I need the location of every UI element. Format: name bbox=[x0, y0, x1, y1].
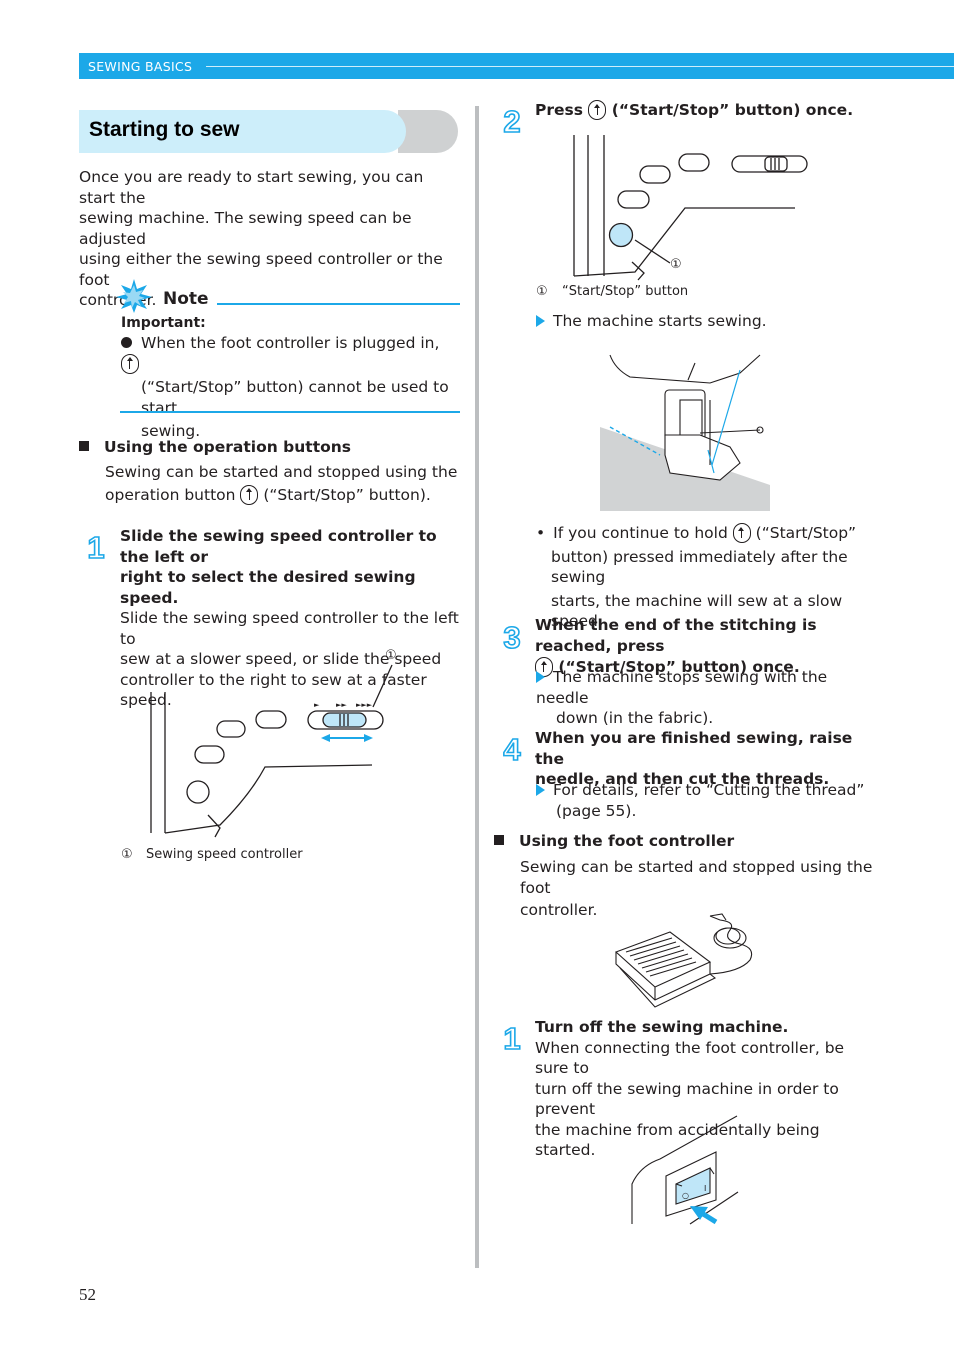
step-title: Turn off the sewing machine. bbox=[535, 1018, 789, 1036]
svg-text:►: ► bbox=[314, 701, 320, 709]
section-label: SEWING BASICS bbox=[88, 59, 193, 74]
step-title: Press bbox=[535, 101, 583, 119]
speed-controller-illustration: ► ►► ►►► bbox=[150, 664, 393, 838]
step4-title: When you are finished sewing, raise the … bbox=[535, 728, 880, 790]
step-number: 1 bbox=[87, 530, 106, 566]
page-number: 52 bbox=[79, 1285, 96, 1304]
bullet-text: If you continue to hold bbox=[553, 524, 728, 542]
section-buttons-body: Sewing can be started and stopped using … bbox=[105, 462, 465, 505]
header-rule bbox=[206, 66, 954, 67]
section-heading: Using the operation buttons bbox=[104, 438, 352, 456]
result-arrow-icon bbox=[536, 315, 545, 327]
result-text: The machine stops sewing with the needle bbox=[536, 668, 828, 707]
step-title: (“Start/Stop” button) once. bbox=[611, 101, 854, 119]
header-band: SEWING BASICS bbox=[79, 53, 954, 79]
step-title: When you are finished sewing, raise the bbox=[535, 729, 853, 768]
start-stop-icon bbox=[588, 100, 607, 120]
note-rule-bottom bbox=[120, 411, 460, 413]
title-bar-cap bbox=[398, 110, 458, 153]
step-body-line: sew at a slower speed, or slide the spee… bbox=[120, 650, 442, 668]
body-line: (“Start/Stop” button). bbox=[263, 485, 431, 504]
bullet-text: starts, the machine will sew at a slow s… bbox=[551, 591, 843, 631]
step-body-line: Slide the sewing speed controller to the… bbox=[120, 609, 459, 648]
intro-line: using either the sewing speed controller… bbox=[79, 250, 443, 289]
section-heading: Using the foot controller bbox=[519, 832, 735, 850]
bullet-dot bbox=[121, 337, 132, 348]
note-rule-top bbox=[217, 303, 460, 305]
body-line: controller. bbox=[520, 901, 598, 919]
page-title: Starting to sew bbox=[89, 118, 240, 141]
caption: Sewing speed controller bbox=[146, 847, 303, 862]
intro-line: sewing machine. The sewing speed can be … bbox=[79, 209, 412, 248]
step3-result: The machine stops sewing with the needle… bbox=[536, 667, 881, 729]
step-number: 3 bbox=[503, 620, 522, 656]
step-title: (“Start/Stop” button) once. bbox=[558, 658, 800, 676]
step-body-line: controller to the right to sew at a fast… bbox=[120, 670, 427, 710]
section-foot-body: Sewing can be started and stopped using … bbox=[520, 857, 880, 921]
power-switch-illustration: ○ I bbox=[631, 1115, 739, 1225]
step1-text: Slide the sewing speed controller to the… bbox=[120, 526, 465, 711]
step3-title: When the end of the stitching is reached… bbox=[535, 615, 880, 678]
step2-title: Press (“Start/Stop” button) once. bbox=[535, 100, 880, 121]
step-body-line: the machine from accidentally being star… bbox=[535, 1120, 820, 1160]
body-line: Sewing can be started and stopped using … bbox=[520, 858, 873, 897]
callout-number: ① bbox=[385, 648, 397, 663]
step-body-line: turn off the sewing machine in order to … bbox=[535, 1079, 839, 1119]
step2-result: The machine starts sewing. bbox=[536, 311, 767, 332]
step-number: 1 bbox=[503, 1021, 522, 1057]
body-line: Sewing can be started and stopped using … bbox=[105, 463, 458, 481]
caption: “Start/Stop” button bbox=[562, 284, 689, 299]
note-line: When the foot controller is plugged in, bbox=[141, 334, 440, 352]
step-title: right to select the desired sewing speed… bbox=[120, 568, 416, 607]
column-divider bbox=[475, 106, 479, 1268]
result-arrow-icon bbox=[536, 671, 545, 683]
note-line: sewing. bbox=[141, 422, 201, 440]
square-bullet bbox=[79, 441, 89, 451]
square-bullet bbox=[494, 835, 504, 845]
switch-off-label: ○ bbox=[682, 1191, 689, 1200]
note-body: When the foot controller is plugged in, … bbox=[121, 333, 461, 442]
note-icon bbox=[116, 279, 152, 313]
bullet-text: (“Start/Stop” bbox=[755, 524, 857, 542]
result-text: For details, refer to “Cutting the threa… bbox=[553, 781, 865, 799]
foot-step1-text: Turn off the sewing machine. When connec… bbox=[535, 1017, 880, 1161]
caption-number: ① bbox=[121, 847, 133, 862]
section-foot-controller: Using the foot controller bbox=[494, 831, 734, 852]
result-text: The machine starts sewing. bbox=[553, 312, 767, 330]
section-operation-buttons: Using the operation buttons bbox=[79, 437, 351, 458]
title-bar bbox=[79, 110, 406, 153]
caption-number: ① bbox=[536, 284, 548, 299]
presser-foot-illustration bbox=[600, 354, 770, 511]
step-title: needle, and then cut the threads. bbox=[535, 770, 830, 788]
bullet-dot: • bbox=[536, 524, 546, 542]
note-heading: Note bbox=[163, 289, 209, 309]
step-number: 2 bbox=[503, 104, 522, 140]
result-text: down (in the fabric). bbox=[556, 709, 714, 727]
start-stop-icon bbox=[121, 353, 139, 374]
intro-line: Once you are ready to start sewing, you … bbox=[79, 168, 424, 207]
start-stop-icon bbox=[240, 484, 259, 505]
step-title: Slide the sewing speed controller to the… bbox=[120, 527, 437, 566]
start-stop-icon bbox=[732, 523, 751, 543]
bullet-text: button) pressed immediately after the se… bbox=[551, 547, 848, 587]
result-arrow-icon bbox=[536, 784, 545, 796]
step-body-line: When connecting the foot controller, be … bbox=[535, 1038, 845, 1078]
result-text: (page 55). bbox=[556, 801, 637, 820]
switch-on-label: I bbox=[704, 1184, 706, 1193]
svg-text:►►: ►► bbox=[336, 701, 347, 709]
foot-controller-illustration bbox=[614, 913, 753, 1008]
step-title: When the end of the stitching is reached… bbox=[535, 616, 817, 655]
note-important: Important: bbox=[121, 315, 206, 331]
callout-number: ① bbox=[670, 257, 682, 272]
svg-text:►►►: ►►► bbox=[356, 701, 373, 709]
step4-result: For details, refer to “Cutting the threa… bbox=[536, 780, 881, 821]
step2-bullet: • If you continue to hold (“Start/Stop” b… bbox=[536, 523, 881, 632]
body-line: operation button bbox=[105, 485, 236, 504]
start-stop-button-illustration bbox=[573, 135, 808, 281]
step-number: 4 bbox=[503, 732, 522, 768]
